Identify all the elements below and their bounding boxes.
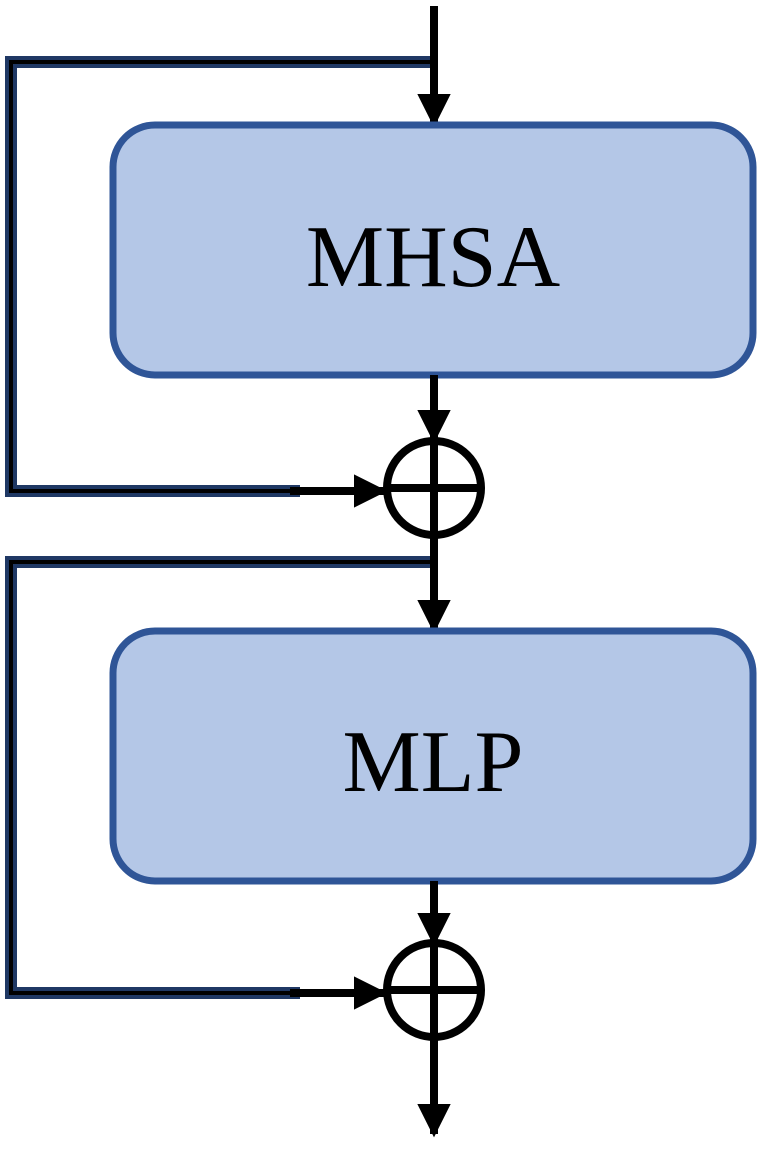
mhsa-block: MHSA [109, 121, 757, 379]
mhsa-label: MHSA [306, 209, 560, 306]
adder-1-circled-plus-icon [383, 437, 485, 539]
mlp-label: MLP [343, 714, 524, 811]
residual-connection-2 [5, 556, 434, 1010]
residual-line-1-inner [9, 60, 434, 493]
residual-connection-1 [5, 56, 434, 508]
adder-2-circled-plus-icon [383, 939, 485, 1041]
mlp-block: MLP [109, 627, 757, 885]
residual-line-2-inner [9, 560, 434, 995]
